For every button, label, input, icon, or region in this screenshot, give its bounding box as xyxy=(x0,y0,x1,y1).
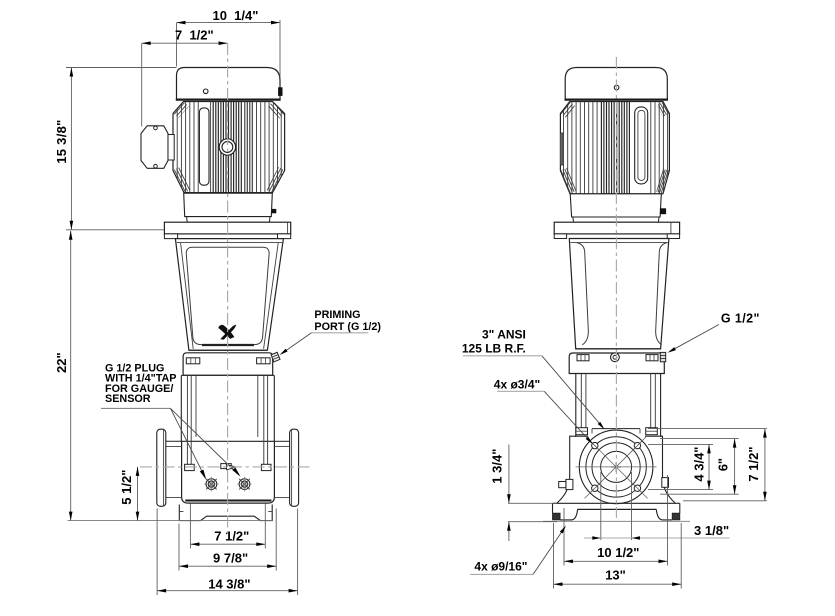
svg-text:22": 22" xyxy=(54,352,69,373)
svg-text:G 1/2": G 1/2" xyxy=(721,311,760,325)
svg-text:7 1/2": 7 1/2" xyxy=(746,447,761,482)
svg-text:13": 13" xyxy=(605,568,626,583)
svg-text:7 1/2": 7 1/2" xyxy=(214,528,249,543)
svg-text:15 3/8": 15 3/8" xyxy=(54,119,69,163)
svg-text:PRIMING: PRIMING xyxy=(314,309,360,321)
svg-text:6": 6" xyxy=(716,458,731,471)
svg-text:SENSOR: SENSOR xyxy=(105,393,151,405)
svg-text:5 1/2": 5 1/2" xyxy=(119,470,134,505)
svg-text:4x ø9/16": 4x ø9/16" xyxy=(474,560,527,574)
svg-text:14 3/8": 14 3/8" xyxy=(208,576,250,591)
svg-text:4 3/4": 4 3/4" xyxy=(692,447,707,482)
svg-text:4x ø3/4": 4x ø3/4" xyxy=(494,377,540,391)
svg-text:PORT (G 1/2): PORT (G 1/2) xyxy=(314,321,381,333)
svg-text:FOR GAUGE/: FOR GAUGE/ xyxy=(105,383,173,395)
svg-text:9 7/8": 9 7/8" xyxy=(213,550,248,565)
svg-text:WITH 1/4"TAP: WITH 1/4"TAP xyxy=(105,373,177,385)
svg-text:1 3/4": 1 3/4" xyxy=(490,449,505,484)
svg-text:3" ANSI: 3" ANSI xyxy=(482,327,526,341)
svg-text:7 1/2": 7 1/2" xyxy=(175,28,214,43)
svg-text:10 1/2": 10 1/2" xyxy=(597,545,639,560)
svg-text:G 1/2 PLUG: G 1/2 PLUG xyxy=(105,362,164,374)
svg-text:10 1/4": 10 1/4" xyxy=(213,8,259,23)
svg-text:3 1/8": 3 1/8" xyxy=(694,523,729,538)
svg-text:125 LB R.F.: 125 LB R.F. xyxy=(462,341,526,355)
